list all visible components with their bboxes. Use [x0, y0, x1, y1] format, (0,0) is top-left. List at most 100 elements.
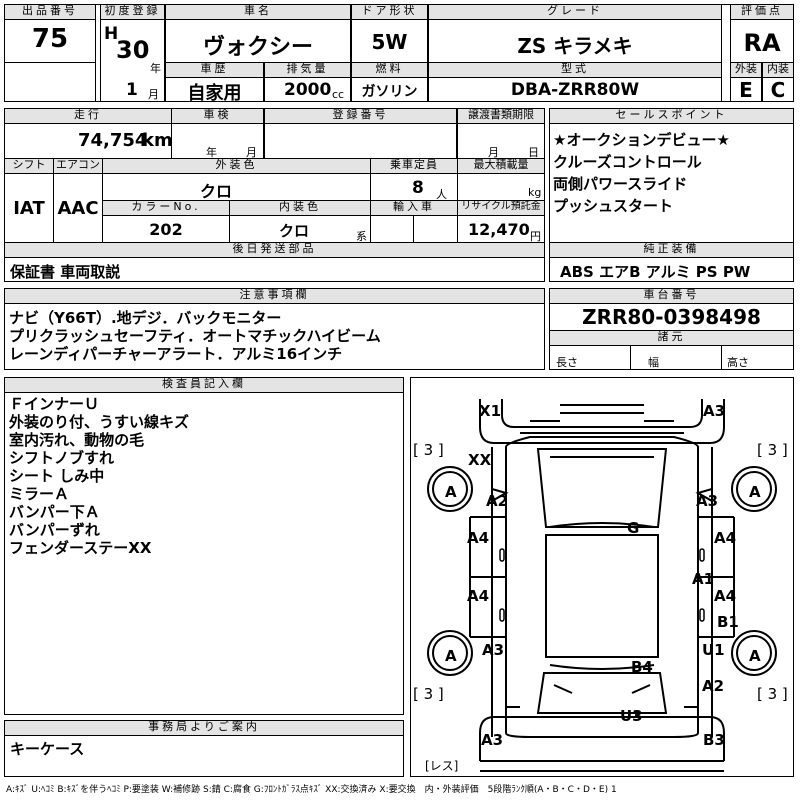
ac-label: エアコン: [53, 158, 103, 174]
les-label: [レス]: [425, 759, 459, 773]
first-reg-label: 初度登録: [100, 4, 165, 20]
exterior-score: E: [739, 78, 753, 102]
sales-item: クルーズコントロール: [553, 153, 702, 171]
capacity: 8: [412, 178, 424, 198]
recycle-label: リサイクル預託金: [457, 200, 545, 216]
dmg-a3-bottom-left: A3: [481, 731, 504, 749]
ext-color: クロ: [199, 182, 232, 201]
dmg-x1: X1: [479, 402, 502, 420]
color-no: 202: [149, 220, 183, 239]
history-label: 車歴: [165, 62, 264, 78]
mileage: 74,754: [78, 130, 148, 151]
history: 自家用: [187, 83, 242, 104]
tire-label-fr: A: [749, 483, 761, 501]
int-color-label: 内装色: [229, 200, 371, 216]
recycle: 12,470: [468, 220, 530, 239]
capacity-label: 乗車定員: [370, 158, 458, 174]
model: DBA-ZRR80W: [510, 80, 640, 100]
ac: AAC: [57, 198, 99, 219]
dmg-a2-left: A2: [486, 492, 509, 510]
tire-label-rl: A: [445, 647, 457, 665]
capacity-unit: 人: [436, 188, 447, 201]
inspector-line: バンパー下Ａ: [9, 503, 100, 521]
dmg-xx: XX: [468, 451, 492, 469]
note-line: プリクラッシュセーフティ．オートマチックハイビーム: [9, 327, 381, 345]
dmg-a2-right: A2: [702, 677, 725, 695]
color-no-label: カラーNo.: [102, 200, 230, 216]
inspector-line: ミラーＡ: [9, 485, 70, 503]
chassis-number: ZRR80-0398498: [582, 305, 761, 329]
car-name: ヴォクシー: [202, 35, 313, 60]
notes-box: [4, 303, 545, 370]
dmg-a1: A1: [692, 570, 715, 588]
history-cell: [165, 77, 264, 102]
mileage-unit: km: [142, 130, 173, 151]
damage-diagram: X1 A3 [ 3 ] [ 3 ] XX A A2 A3 A G A4 A4 A…: [410, 377, 794, 777]
dims-label: 諸元: [549, 330, 794, 346]
inspector-line: バンパーずれ: [9, 521, 100, 539]
sales-item: プッシュスタート: [553, 197, 674, 215]
tire-front-right: [731, 466, 777, 512]
inspection-month-unit: 月: [246, 146, 257, 159]
dmg-a3-right: A3: [696, 492, 719, 510]
year-unit: 年: [150, 62, 161, 75]
inspector-line: 外装のり付、うすい線キズ: [9, 413, 190, 431]
inspection-label: 車検: [171, 108, 264, 124]
interior-label: 内装: [762, 62, 794, 78]
sales-list: ★オークションデビュー★ クルーズコントロール 両側パワースライド プッシュスタ…: [553, 131, 730, 215]
reg-no-label: 登録番号: [264, 108, 457, 124]
exterior-label: 外装: [730, 62, 762, 78]
equipment: ABS エアB アルミ PS PW: [560, 263, 751, 281]
displacement-unit: cc: [332, 88, 345, 101]
car-name-label: 車名: [165, 4, 351, 20]
sales-label: セールスポイント: [549, 108, 794, 124]
score: RA: [743, 29, 781, 57]
max-load-unit: kg: [528, 186, 542, 199]
dmg-a3-top-right: A3: [703, 402, 726, 420]
import-label: 輸入車: [370, 200, 458, 216]
dmg-a4-rear-left: A4: [467, 587, 490, 605]
inspection-year-unit: 年: [206, 146, 217, 159]
width-cell: [630, 345, 722, 370]
dmg-u3: U3: [620, 707, 643, 725]
mileage-label: 走行: [4, 108, 172, 124]
month-unit: 月: [148, 88, 159, 101]
fuel-cell: [351, 77, 428, 102]
lot-no-blank: [4, 62, 96, 102]
inspector-list: ＦインナーＵ 外装のり付、うすい線キズ 室内汚れ、動物の毛 シフトノブすれ シー…: [9, 395, 189, 557]
legend: A:ｷｽﾞ U:ﾍｺﾐ B:ｷｽﾞを伴うﾍｺﾐ P:要塗装 W:補修跡 S:錆 …: [6, 785, 617, 795]
import-divider: [370, 215, 414, 243]
dmg-b4: B4: [631, 658, 653, 676]
later-label: 後日発送部品: [4, 242, 545, 258]
tire-label-rr: A: [749, 647, 761, 665]
displacement-label: 排気量: [264, 62, 351, 78]
shift: IAT: [13, 198, 45, 219]
tire-front-left: [427, 466, 473, 512]
displacement-cell: [264, 77, 351, 102]
height-label: 高さ: [727, 356, 749, 369]
sales-item: 両側パワースライド: [553, 175, 688, 193]
recycle-unit: 円: [530, 230, 541, 243]
lot-no-label: 出品番号: [4, 4, 96, 20]
int-color: クロ: [278, 222, 309, 240]
car-outline: [427, 399, 777, 772]
model-label: 型式: [428, 62, 722, 78]
equipment-label: 純正装備: [549, 242, 794, 258]
transfer-label: 譲渡書類期限: [457, 108, 545, 124]
inspector-line: 室内汚れ、動物の毛: [9, 431, 145, 449]
grade: ZS キラメキ: [517, 34, 633, 58]
inspector-line: シフトノブすれ: [9, 449, 115, 467]
inspector-line: ＦインナーＵ: [9, 395, 100, 413]
tread-top-left: [ 3 ]: [413, 441, 444, 459]
interior-cell: [762, 77, 794, 102]
tire-label-fl: A: [445, 483, 457, 501]
office-label: 事務局よりご案内: [4, 720, 404, 736]
transfer-day-unit: 日: [528, 146, 539, 159]
inspector-label: 検査員記入欄: [4, 377, 404, 393]
era: H: [104, 24, 119, 44]
exterior-cell: [730, 77, 762, 102]
reg-no-cell: [264, 123, 457, 159]
inspector-line: フェンダーステーXX: [9, 539, 152, 557]
inspector-box: [4, 392, 404, 715]
score-label: 評価点: [730, 4, 794, 20]
